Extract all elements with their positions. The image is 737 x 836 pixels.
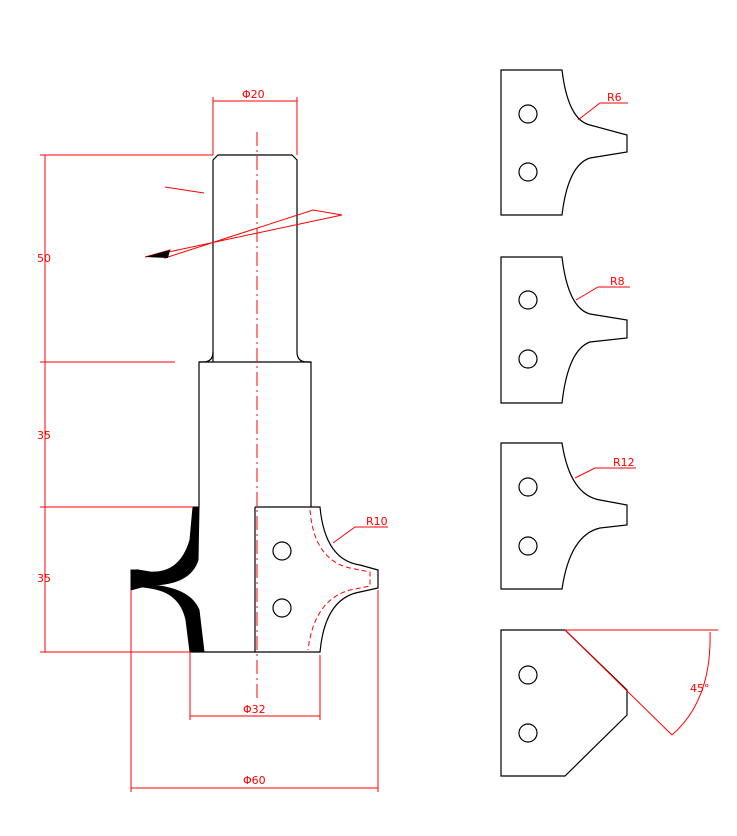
- dim-cutter-height: 35: [37, 572, 51, 585]
- dimensions: Φ20 50 35 35 Φ32 Φ60 R10: [37, 88, 388, 792]
- mount-hole: [272, 541, 292, 561]
- dim-shank-diameter: Φ20: [242, 88, 265, 101]
- insert-radius-label: R12: [613, 456, 635, 469]
- insert-r12: R12: [500, 442, 636, 590]
- dim-bottom-diameter: Φ32: [243, 703, 266, 716]
- insert-45-degree: 45°: [500, 629, 718, 777]
- cutter-wing-left: [136, 506, 200, 589]
- router-bit-side-view: [130, 132, 379, 700]
- insert-angle-label: 45°: [690, 682, 710, 695]
- insert-radius-label: R8: [610, 275, 625, 288]
- mount-hole: [272, 598, 292, 618]
- insert-r8: R8: [500, 256, 630, 404]
- dim-body-length: 35: [37, 429, 51, 442]
- insert-radius-label: R6: [607, 91, 622, 104]
- insert-r6: R6: [500, 69, 628, 216]
- dim-shank-length: 50: [37, 252, 51, 265]
- dim-cutter-radius: R10: [366, 515, 388, 528]
- dim-cutter-diameter: Φ60: [243, 774, 266, 787]
